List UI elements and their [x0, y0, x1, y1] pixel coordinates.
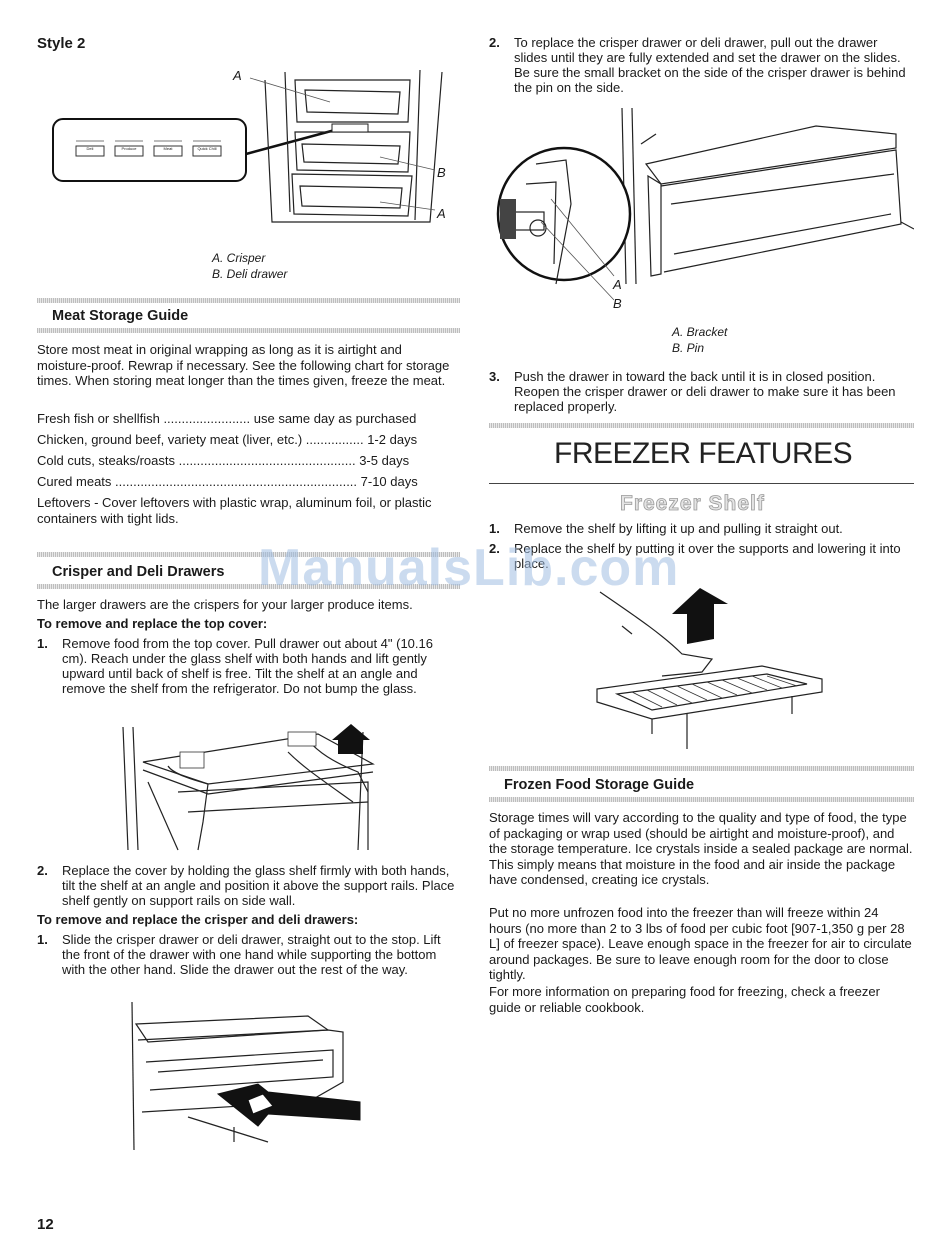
meat-storage-title: Meat Storage Guide	[52, 308, 189, 324]
glass-shelf-illustration	[122, 724, 375, 851]
crisper-sub-drawers: To remove and replace the crisper and de…	[37, 912, 359, 927]
frozen-p2: Put no more unfrozen food into the freez…	[489, 905, 912, 982]
fig1-caption-b: B. Deli drawer	[212, 267, 288, 281]
panel-button-deli: Deli	[86, 146, 94, 151]
freezer-rule-bottom	[489, 483, 914, 484]
page-number: 12	[37, 1216, 54, 1233]
watermark: ManualsLib.com	[258, 539, 680, 597]
meat-rule-top	[37, 298, 460, 303]
fig-bracket-label-a: A	[613, 277, 622, 292]
crisper-step3: Slide the crisper drawer or deli drawer,…	[62, 932, 441, 977]
meat-row-cold-cuts: Cold cuts, steaks/roasts ...............…	[37, 453, 410, 468]
freezer-shelf-illustration	[596, 588, 823, 749]
crisper-step2-num: 2.	[37, 863, 48, 878]
drawer-slide-illustration	[131, 1002, 361, 1151]
crisper-sub-top-cover: To remove and replace the top cover:	[37, 616, 268, 631]
crisper-title: Crisper and Deli Drawers	[52, 564, 225, 580]
crisper-step2: Replace the cover by holding the glass s…	[62, 863, 455, 908]
frozen-food-title: Frozen Food Storage Guide	[504, 777, 695, 793]
shelf-step1-num: 1.	[489, 521, 500, 536]
frozen-rule-top	[489, 766, 914, 771]
fig1-caption-a: A. Crisper	[212, 251, 266, 265]
fig1-label-a-top: A	[233, 68, 242, 83]
freezer-shelf-title: Freezer Shelf	[620, 492, 765, 516]
fig1-label-a-bottom: A	[437, 206, 446, 221]
meat-rule-bottom	[37, 328, 460, 333]
meat-row-cured: Cured meats ............................…	[37, 474, 418, 489]
crisper-intro: The larger drawers are the crispers for …	[37, 597, 413, 612]
style-heading: Style 2	[37, 35, 86, 52]
fig-bracket-caption-b: B. Pin	[672, 341, 705, 355]
meat-row-chicken: Chicken, ground beef, variety meat (live…	[37, 432, 418, 447]
fig1-label-b: B	[437, 165, 446, 180]
crisper-drawers-illustration	[52, 69, 443, 223]
fig-bracket-caption-a: A. Bracket	[672, 325, 728, 339]
fig-bracket-label-b: B	[613, 296, 622, 311]
crisper-step1-num: 1.	[37, 636, 48, 651]
panel-button-quick-chill: Quick Chill	[197, 146, 217, 151]
crisper-rule-bottom	[37, 584, 460, 589]
shelf-step2-num: 2.	[489, 541, 500, 556]
right-step2: To replace the crisper drawer or deli dr…	[514, 35, 906, 95]
bracket-pin-illustration	[496, 107, 914, 301]
shelf-step1: Remove the shelf by lifting it up and pu…	[514, 521, 843, 536]
frozen-rule-bottom	[489, 797, 914, 802]
right-step3-num: 3.	[489, 369, 500, 384]
freezer-features-title: FREEZER FEATURES	[554, 437, 853, 470]
crisper-rule-top	[37, 552, 460, 557]
crisper-step3-num: 1.	[37, 932, 48, 947]
meat-leftovers: Leftovers - Cover leftovers with plastic…	[37, 495, 432, 526]
frozen-p3: For more information on preparing food f…	[489, 984, 880, 1015]
shelf-step2: Replace the shelf by putting it over the…	[514, 541, 901, 571]
panel-button-produce: Produce	[121, 146, 137, 151]
right-step3: Push the drawer in toward the back until…	[514, 369, 896, 414]
panel-button-meat: Meat	[163, 146, 173, 151]
meat-intro: Store most meat in original wrapping as …	[37, 342, 450, 388]
freezer-rule-top	[489, 423, 914, 428]
control-panel-buttons: Deli Produce Meat Quick Chill	[76, 146, 252, 156]
right-step2-num: 2.	[489, 35, 500, 50]
crisper-step1: Remove food from the top cover. Pull dra…	[62, 636, 433, 696]
frozen-p1: Storage times will vary according to the…	[489, 810, 913, 887]
meat-row-fish: Fresh fish or shellfish ................…	[37, 411, 417, 426]
